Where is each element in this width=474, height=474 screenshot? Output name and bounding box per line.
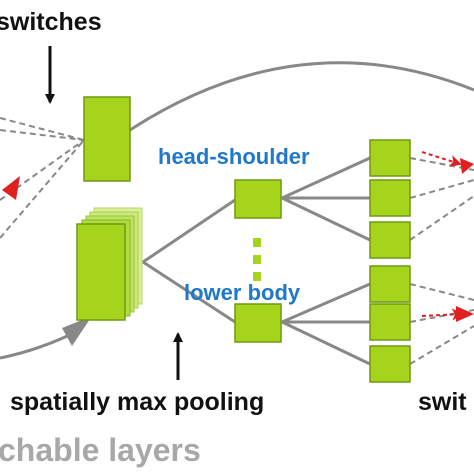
switches-label-right: swit [418,388,467,416]
pool-connectors [142,198,236,324]
spatially-max-pooling-label: spatially max pooling [10,388,265,416]
right-switch-blocks [369,139,411,383]
switchable-layers-label: chable layers [0,432,201,468]
lower-body-block [234,303,282,343]
branch-connectors [281,156,371,366]
vertical-dots-icon [253,238,261,281]
red-arrowhead-icon [2,176,20,200]
gray-arrowhead-icon [62,316,92,346]
switch-block-top [83,96,131,182]
head-shoulder-block [234,179,282,219]
pooling-stack [76,207,143,321]
head-shoulder-label: head-shoulder [158,144,310,169]
red-arrowhead-icon-right-bottom [456,306,474,322]
left-dashed-lines [0,117,85,239]
lower-body-label: lower body [184,280,301,305]
top-curve-connector [129,61,474,132]
switches-label: switches [0,8,102,36]
red-arrowhead-icon-right-top [460,158,474,174]
right-dashed-lines [409,157,474,365]
